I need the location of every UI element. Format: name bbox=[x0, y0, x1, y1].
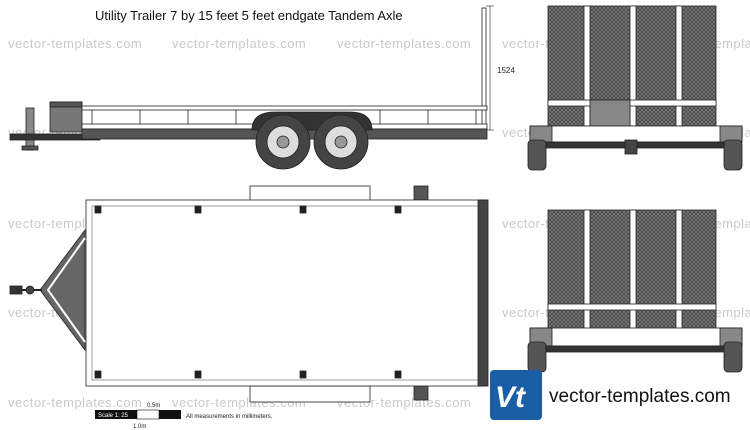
fender-bottom bbox=[249, 385, 371, 403]
wheel bbox=[723, 139, 743, 171]
tie-down bbox=[299, 370, 307, 379]
measurement-note: All measurements in millimeters. bbox=[186, 414, 273, 420]
watermark: vector-templates.com bbox=[172, 36, 306, 51]
front-view bbox=[527, 209, 743, 373]
rear-view bbox=[527, 5, 743, 171]
wheel bbox=[723, 341, 743, 373]
vt-logo-icon bbox=[490, 370, 542, 420]
side-view: 1524 bbox=[9, 5, 515, 170]
tie-down bbox=[299, 205, 307, 214]
wheel bbox=[255, 114, 311, 170]
brand-logo: Vt vector-templates.com bbox=[490, 370, 731, 420]
scale-meter: 1.0m bbox=[133, 424, 146, 430]
tie-down bbox=[194, 370, 202, 379]
wheel bbox=[527, 341, 547, 373]
watermark: vector-templates.com bbox=[8, 36, 142, 51]
logo-letters: Vt bbox=[495, 381, 527, 414]
tie-down bbox=[194, 205, 202, 214]
drawing-title: Utility Trailer 7 by 15 feet 5 feet endg… bbox=[95, 8, 403, 23]
wheel bbox=[527, 139, 547, 171]
tie-down bbox=[394, 370, 402, 379]
light bbox=[413, 185, 429, 201]
top-rail bbox=[81, 105, 488, 111]
tie-down bbox=[94, 370, 102, 379]
tie-down bbox=[394, 205, 402, 214]
watermark: vector-templates.com bbox=[337, 36, 471, 51]
scale-bar: Scale 1: 25 0.5m 1.0m All measurements i… bbox=[95, 403, 273, 430]
wheel bbox=[313, 114, 369, 170]
a-frame bbox=[39, 228, 86, 352]
deck bbox=[85, 199, 487, 387]
brand-text: vector-templates.com bbox=[549, 386, 731, 407]
light bbox=[413, 385, 429, 401]
front-bumper bbox=[529, 327, 743, 347]
top-view bbox=[9, 185, 489, 403]
dimension-label: 1524 bbox=[497, 66, 515, 75]
scale-half-meter: 0.5m bbox=[147, 403, 160, 409]
jack-stand bbox=[25, 107, 35, 151]
watermark: vector-templates.com bbox=[337, 395, 471, 410]
tie-down bbox=[94, 205, 102, 214]
scale-block bbox=[95, 410, 137, 419]
coupler bbox=[9, 285, 23, 295]
watermark: vector-templates.com bbox=[8, 395, 142, 410]
scale-label: Scale 1: 25 bbox=[98, 413, 129, 419]
endgate-top bbox=[477, 199, 489, 387]
